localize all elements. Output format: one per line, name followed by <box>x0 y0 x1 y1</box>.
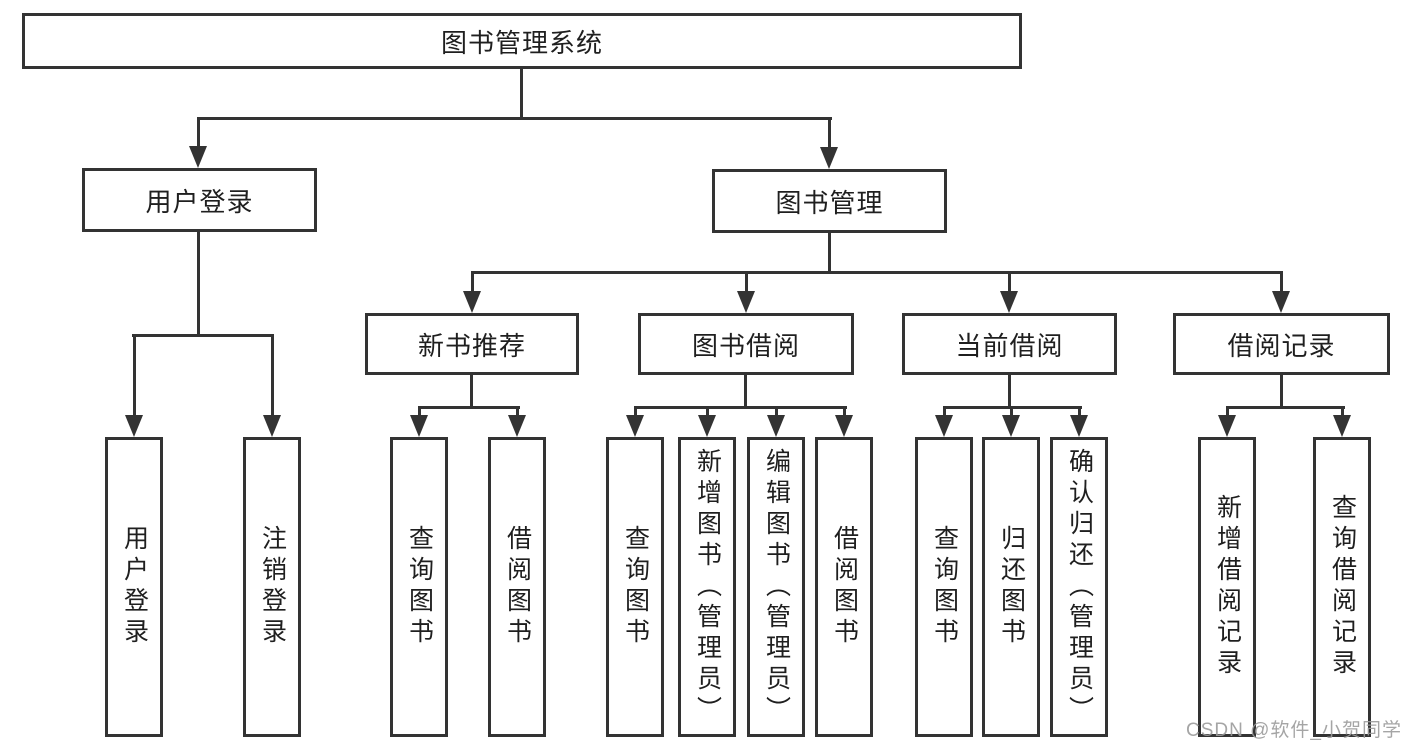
arrowhead-down-icon <box>767 415 785 437</box>
leaf-query-books-label: 查询图书 <box>621 525 650 649</box>
connector-line <box>828 233 831 274</box>
leaf-borrow-books-label: 借阅图书 <box>830 525 859 649</box>
leaf-query-borrow-record-label: 查询借阅记录 <box>1328 494 1357 680</box>
connector-line <box>1078 406 1081 418</box>
leaf-add-borrow-record-label: 新增借阅记录 <box>1213 494 1242 680</box>
node-user-login-label: 用户登录 <box>145 186 254 217</box>
arrowhead-down-icon <box>463 291 481 313</box>
node-book-borrowing: 图书借阅 <box>638 313 854 375</box>
leaf-query-books-label: 查询图书 <box>930 525 959 649</box>
arrowhead-down-icon <box>820 147 838 169</box>
leaf-return-books-label: 归还图书 <box>997 525 1026 649</box>
node-borrowing-records: 借阅记录 <box>1173 313 1390 375</box>
node-new-book-recommend: 新书推荐 <box>365 313 579 375</box>
leaf-add-borrow-record: 新增借阅记录 <box>1198 437 1256 737</box>
arrowhead-down-icon <box>508 415 526 437</box>
arrowhead-down-icon <box>1333 415 1351 437</box>
connector-line <box>1226 406 1229 418</box>
arrowhead-down-icon <box>1002 415 1020 437</box>
leaf-query-books: 查询图书 <box>390 437 448 737</box>
leaf-borrow-books: 借阅图书 <box>488 437 546 737</box>
node-borrowing-records-label: 借阅记录 <box>1227 330 1336 361</box>
connector-line <box>1226 406 1345 409</box>
arrowhead-down-icon <box>1070 415 1088 437</box>
leaf-query-books: 查询图书 <box>606 437 664 737</box>
leaf-edit-books-admin: 编辑图书（管理员） <box>747 437 805 737</box>
node-book-management: 图书管理 <box>712 169 947 233</box>
leaf-logout: 注销登录 <box>243 437 301 737</box>
arrowhead-down-icon <box>626 415 644 437</box>
connector-line <box>1010 406 1013 418</box>
leaf-borrow-books-label: 借阅图书 <box>503 525 532 649</box>
leaf-borrow-books: 借阅图书 <box>815 437 873 737</box>
node-library-system: 图书管理系统 <box>22 13 1022 69</box>
connector-line <box>271 334 274 418</box>
connector-line <box>634 406 847 409</box>
connector-line <box>1341 406 1344 418</box>
leaf-user-login: 用户登录 <box>105 437 163 737</box>
connector-line <box>132 334 274 337</box>
connector-line <box>745 271 748 295</box>
connector-line <box>1280 271 1283 295</box>
node-library-system-label: 图书管理系统 <box>440 27 603 58</box>
node-user-login: 用户登录 <box>82 168 317 232</box>
arrowhead-down-icon <box>698 415 716 437</box>
arrowhead-down-icon <box>263 415 281 437</box>
leaf-edit-books-admin-label: 编辑图书（管理员） <box>762 447 791 727</box>
node-book-management-label: 图书管理 <box>775 187 884 218</box>
connector-line <box>418 406 520 409</box>
connector-line <box>133 334 136 418</box>
connector-line <box>197 232 200 336</box>
connector-line <box>634 406 637 418</box>
connector-line <box>828 117 831 149</box>
leaf-confirm-return-admin: 确认归还（管理员） <box>1050 437 1108 737</box>
connector-line <box>744 375 747 408</box>
connector-line <box>775 406 778 418</box>
leaf-query-borrow-record: 查询借阅记录 <box>1313 437 1371 737</box>
csdn-watermark: CSDN @软件_小贺同学 <box>1186 720 1402 741</box>
connector-line <box>1008 271 1011 295</box>
arrowhead-down-icon <box>189 146 207 168</box>
arrowhead-down-icon <box>410 415 428 437</box>
arrowhead-down-icon <box>935 415 953 437</box>
leaf-add-books-admin: 新增图书（管理员） <box>678 437 736 737</box>
connector-line <box>197 117 200 149</box>
connector-line <box>706 406 709 418</box>
node-current-borrowing-label: 当前借阅 <box>955 330 1064 361</box>
node-current-borrowing: 当前借阅 <box>902 313 1117 375</box>
leaf-logout-label: 注销登录 <box>258 525 287 649</box>
node-book-borrowing-label: 图书借阅 <box>691 330 800 361</box>
connector-line <box>516 406 519 418</box>
leaf-return-books: 归还图书 <box>982 437 1040 737</box>
leaf-add-books-admin-label: 新增图书（管理员） <box>693 447 722 727</box>
arrowhead-down-icon <box>835 415 853 437</box>
connector-line <box>418 406 421 418</box>
arrowhead-down-icon <box>1218 415 1236 437</box>
connector-line <box>471 271 1283 274</box>
leaf-query-books: 查询图书 <box>915 437 973 737</box>
connector-line <box>470 375 473 408</box>
node-new-book-recommend-label: 新书推荐 <box>417 330 526 361</box>
leaf-confirm-return-admin-label: 确认归还（管理员） <box>1065 447 1094 727</box>
arrowhead-down-icon <box>1000 291 1018 313</box>
arrowhead-down-icon <box>737 291 755 313</box>
connector-line <box>1280 375 1283 408</box>
arrowhead-down-icon <box>1272 291 1290 313</box>
connector-line <box>520 69 523 119</box>
connector-line <box>1008 375 1011 408</box>
connector-line <box>943 406 946 418</box>
leaf-query-books-label: 查询图书 <box>405 525 434 649</box>
connector-line <box>471 271 474 295</box>
connector-line <box>843 406 846 418</box>
connector-line <box>197 117 832 120</box>
arrowhead-down-icon <box>125 415 143 437</box>
leaf-user-login-label: 用户登录 <box>120 525 149 649</box>
